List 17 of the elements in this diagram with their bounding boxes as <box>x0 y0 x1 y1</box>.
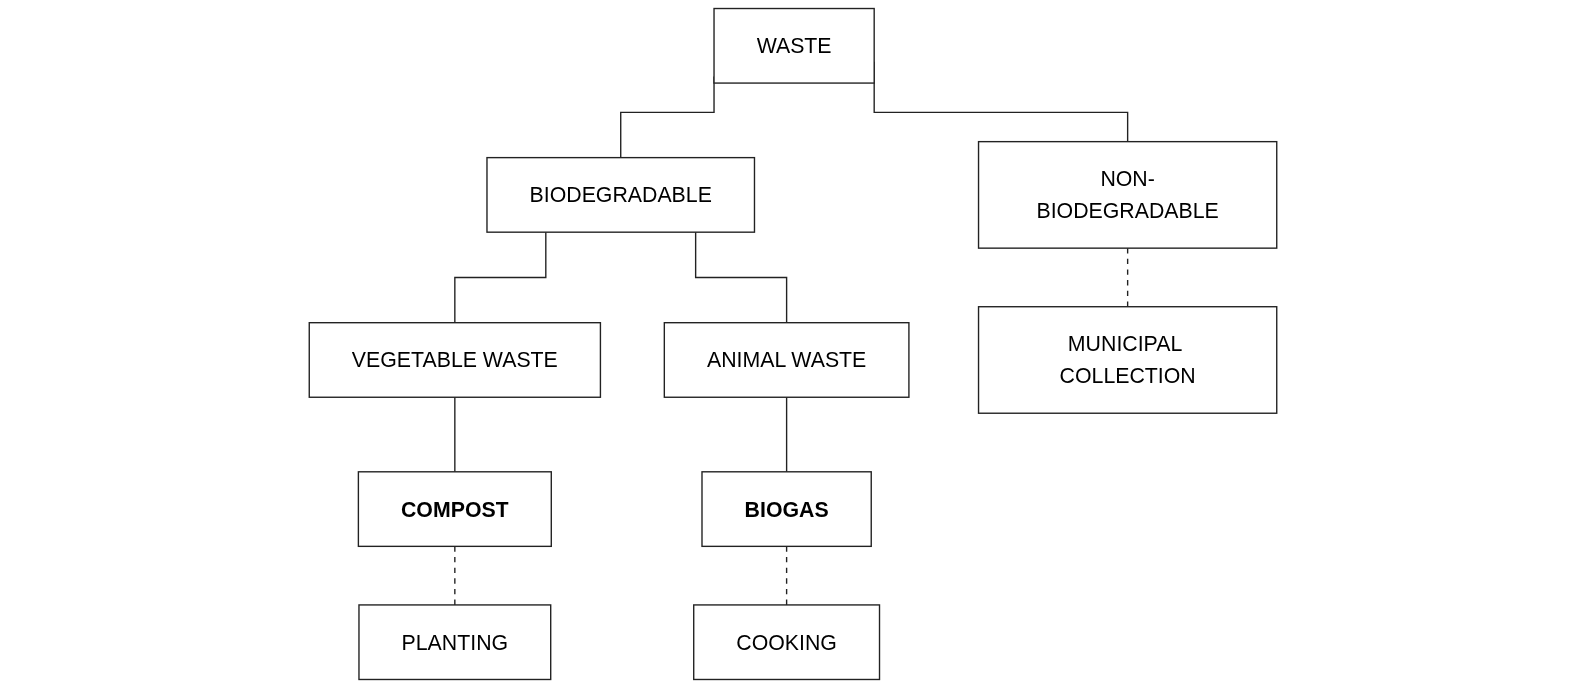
node-box: PLANTING <box>358 604 552 681</box>
node-box: BIOGAS <box>701 471 872 548</box>
node-box: NON-BIODEGRADABLE <box>977 140 1278 249</box>
connector <box>785 396 788 473</box>
node-box: VEGETABLE WASTE <box>308 322 602 398</box>
connector <box>454 396 456 473</box>
connector <box>454 545 456 606</box>
node-box: ANIMAL WASTE <box>663 322 910 398</box>
connector <box>1126 247 1129 308</box>
node-box: MUNICIPAL COLLECTION <box>977 306 1278 414</box>
node-box: WASTE <box>713 7 875 84</box>
node-box: COOKING <box>693 604 881 681</box>
node-box: BIODEGRADABLE <box>486 156 756 233</box>
connector <box>454 231 547 324</box>
node-box: COMPOST <box>357 471 552 548</box>
connector <box>785 545 788 606</box>
connector <box>694 231 788 324</box>
